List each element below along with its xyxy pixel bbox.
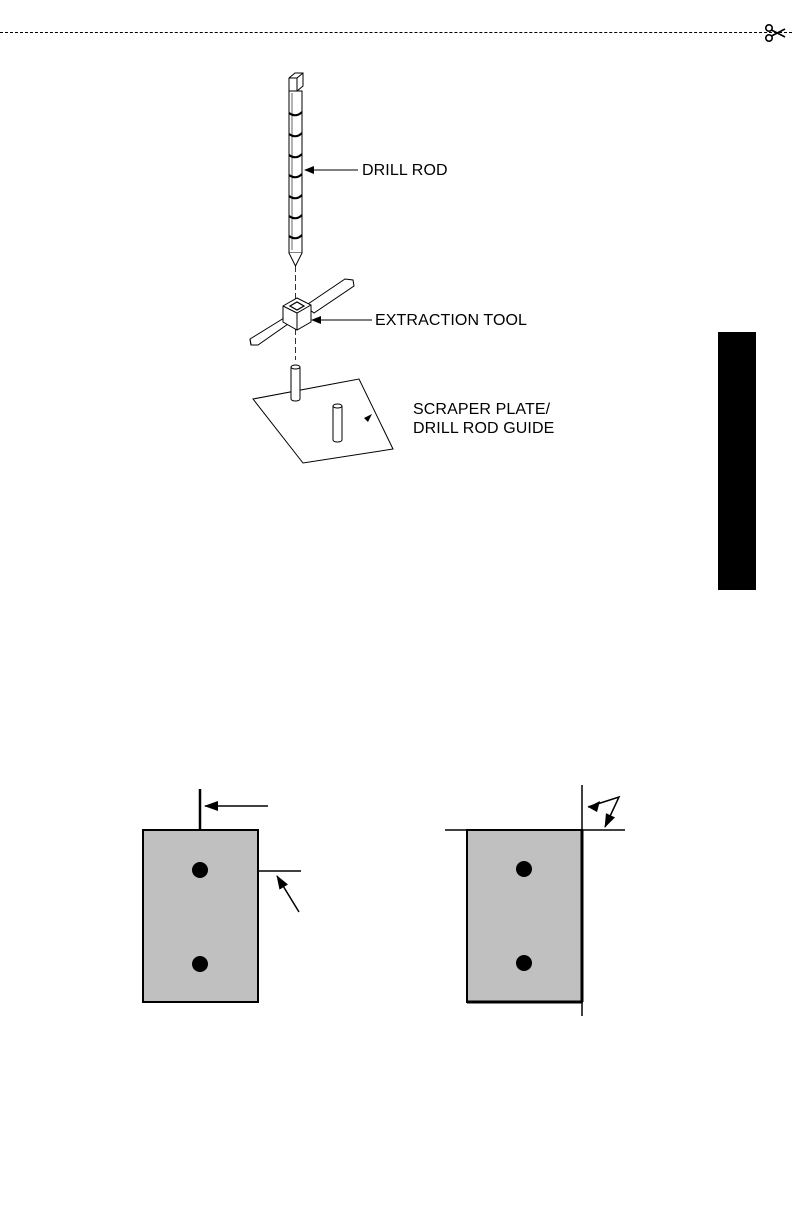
- left-side-arrow: [277, 876, 299, 912]
- drill-rod-drawing: [289, 73, 303, 266]
- extraction-tool-drawing: [250, 279, 354, 345]
- drill-rod-guide-label: DRILL ROD GUIDE: [413, 420, 554, 438]
- hole-lower-right: [516, 955, 532, 971]
- drill-rod-label: DRILL ROD: [362, 162, 448, 180]
- hole-upper-right: [516, 861, 532, 877]
- hole-upper-left: [192, 862, 208, 878]
- left-blade-diagram: [143, 789, 301, 1002]
- hole-lower-left: [192, 956, 208, 972]
- right-blade-diagram: [445, 785, 625, 1016]
- right-corner-arrow: [588, 797, 619, 827]
- scraper-plate-label: SCRAPER PLATE/: [413, 401, 550, 419]
- extraction-tool-label: EXTRACTION TOOL: [375, 312, 527, 330]
